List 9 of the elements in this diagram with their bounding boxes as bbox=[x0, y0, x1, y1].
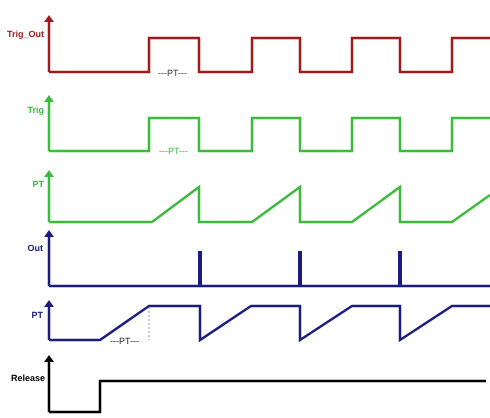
signal-name: PT bbox=[32, 180, 44, 189]
signal-name: Out bbox=[28, 244, 43, 253]
pulse-time-label: ---PT--- bbox=[110, 337, 139, 346]
signal-name: Trig bbox=[27, 106, 44, 115]
signal-name: Trig_Out bbox=[6, 30, 44, 39]
signal-name: PT bbox=[31, 311, 43, 320]
pulse-time-label: ---PT--- bbox=[158, 69, 187, 78]
signal-name: Release bbox=[10, 374, 45, 383]
pulse-time-label: ---PT--- bbox=[159, 147, 188, 156]
